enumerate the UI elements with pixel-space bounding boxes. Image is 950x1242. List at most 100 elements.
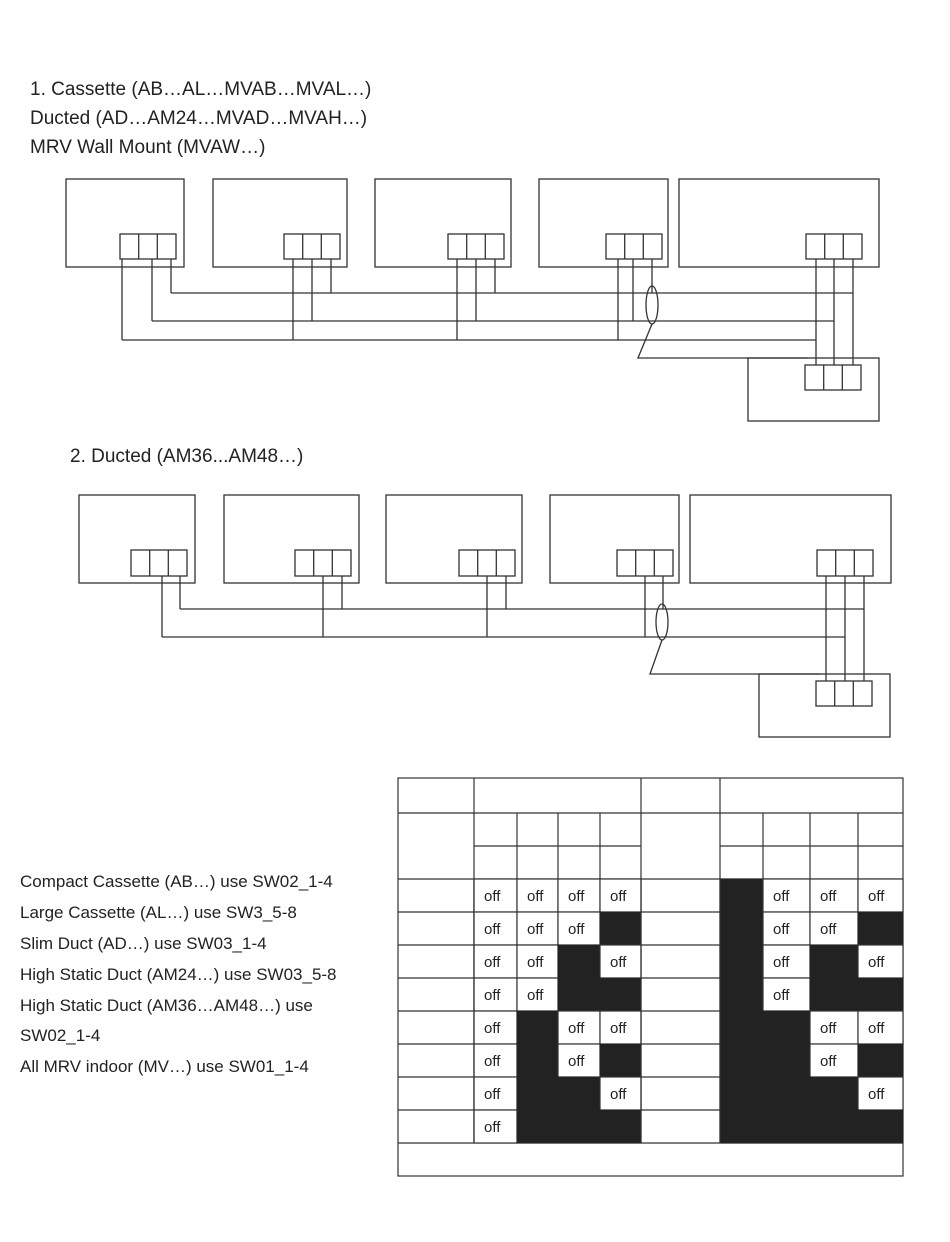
terminal-block — [804, 364, 862, 391]
terminal-block — [616, 549, 674, 577]
wiring-diagrams — [65, 178, 892, 738]
switch-on-cell — [809, 944, 859, 979]
switch-off-cell — [557, 878, 601, 913]
wiring-bus — [121, 259, 854, 365]
switch-on-cell — [857, 911, 904, 946]
switch-on-cell — [516, 1109, 559, 1144]
switch-on-cell — [599, 1043, 642, 1078]
terminal-block — [815, 680, 873, 707]
switch-on-cell — [857, 1043, 904, 1078]
switch-off-cell — [809, 878, 859, 913]
terminal-block — [816, 549, 874, 577]
switch-off-label: off — [820, 1020, 837, 1037]
switch-on-cell — [599, 1109, 642, 1144]
switch-off-label: off — [484, 1119, 501, 1136]
switch-off-label: off — [568, 1053, 585, 1070]
section2-title: 2. Ducted (AM36...AM48…) — [70, 446, 304, 467]
switch-on-cell — [557, 977, 601, 1012]
switch-off-label: off — [484, 921, 501, 938]
switch-off-label: off — [820, 1053, 837, 1070]
switch-on-cell — [762, 1010, 811, 1045]
switch-off-label: off — [610, 954, 627, 971]
switch-on-cell — [599, 977, 642, 1012]
switch-off-cell — [857, 1010, 904, 1045]
switch-off-cell — [857, 878, 904, 913]
switch-off-cell — [599, 878, 642, 913]
switch-on-cell — [557, 944, 601, 979]
switch-off-cell — [516, 944, 559, 979]
note-all-mrv-indoor: All MRV indoor (MV…) use SW01_1-4 — [20, 1057, 309, 1076]
switch-off-cell — [762, 944, 811, 979]
switch-on-cell — [516, 1010, 559, 1045]
switch-off-cell — [473, 1043, 518, 1078]
switch-on-cell — [809, 1076, 859, 1111]
wiring-diagram-1 — [65, 178, 880, 422]
switch-off-label: off — [527, 888, 544, 905]
terminal-block — [805, 233, 863, 260]
switch-off-label: off — [868, 888, 885, 905]
switch-off-label: off — [527, 987, 544, 1004]
switch-on-cell — [557, 1109, 601, 1144]
terminal-block — [130, 549, 188, 577]
switch-off-label: off — [484, 1086, 501, 1103]
switch-off-label: off — [568, 1020, 585, 1037]
terminal-block — [458, 549, 516, 577]
switch-off-label: off — [484, 1020, 501, 1037]
switch-off-label: off — [820, 888, 837, 905]
switch-on-cell — [857, 1109, 904, 1144]
switch-off-label: off — [868, 1020, 885, 1037]
switch-off-label: off — [484, 954, 501, 971]
switch-on-cell — [719, 878, 764, 913]
note-high-static-duct-am24: High Static Duct (AM24…) use SW03_5-8 — [20, 965, 337, 984]
switch-off-cell — [516, 911, 559, 946]
terminal-block — [294, 549, 352, 577]
switch-off-cell — [599, 1076, 642, 1111]
switch-on-cell — [762, 1076, 811, 1111]
switch-off-cell — [473, 944, 518, 979]
switch-off-label: off — [773, 954, 790, 971]
switch-off-label: off — [610, 1020, 627, 1037]
switch-on-cell — [719, 944, 764, 979]
switch-on-cell — [719, 1109, 764, 1144]
switch-off-label: off — [610, 1086, 627, 1103]
switch-off-label: off — [484, 888, 501, 905]
switch-off-label: off — [773, 888, 790, 905]
note-high-static-duct-am36: High Static Duct (AM36…AM48…) use — [20, 996, 313, 1015]
switch-off-label: off — [484, 1053, 501, 1070]
section1-title-line3: MRV Wall Mount (MVAW…) — [30, 137, 266, 158]
switch-off-cell — [857, 1076, 904, 1111]
note-compact-cassette: Compact Cassette (AB…) use SW02_1-4 — [20, 872, 333, 891]
terminal-block — [283, 233, 341, 260]
section1-title-line2: Ducted (AD…AM24…MVAD…MVAH…) — [30, 108, 368, 129]
switch-on-cell — [516, 1076, 559, 1111]
switch-on-cell — [719, 1010, 764, 1045]
switch-off-label: off — [527, 954, 544, 971]
switch-off-label: off — [568, 888, 585, 905]
switch-on-cell — [719, 977, 764, 1012]
switch-on-cell — [857, 977, 904, 1012]
switch-off-cell — [473, 878, 518, 913]
switch-off-label: off — [610, 888, 627, 905]
switch-on-cell — [516, 1043, 559, 1078]
switch-off-label: off — [773, 987, 790, 1004]
switch-off-label: off — [773, 921, 790, 938]
switch-on-cell — [719, 1043, 764, 1078]
switch-on-cell — [809, 977, 859, 1012]
switch-off-label: off — [527, 921, 544, 938]
wiring-bus — [161, 576, 865, 681]
switch-off-label: off — [484, 987, 501, 1004]
section1-title-line1: 1. Cassette (AB…AL…MVAB…MVAL…) — [30, 79, 372, 100]
note-slim-duct: Slim Duct (AD…) use SW03_1-4 — [20, 934, 267, 953]
switch-off-label: off — [868, 954, 885, 971]
switch-on-cell — [599, 911, 642, 946]
switch-on-cell — [762, 1043, 811, 1078]
switch-off-label: off — [820, 921, 837, 938]
note-high-static-duct-sw: SW02_1-4 — [20, 1026, 101, 1045]
switch-on-cell — [719, 911, 764, 946]
switch-off-label: off — [868, 1086, 885, 1103]
switch-on-cell — [719, 1076, 764, 1111]
switch-off-cell — [809, 911, 859, 946]
switch-off-cell — [473, 1109, 518, 1144]
switch-off-cell — [473, 911, 518, 946]
